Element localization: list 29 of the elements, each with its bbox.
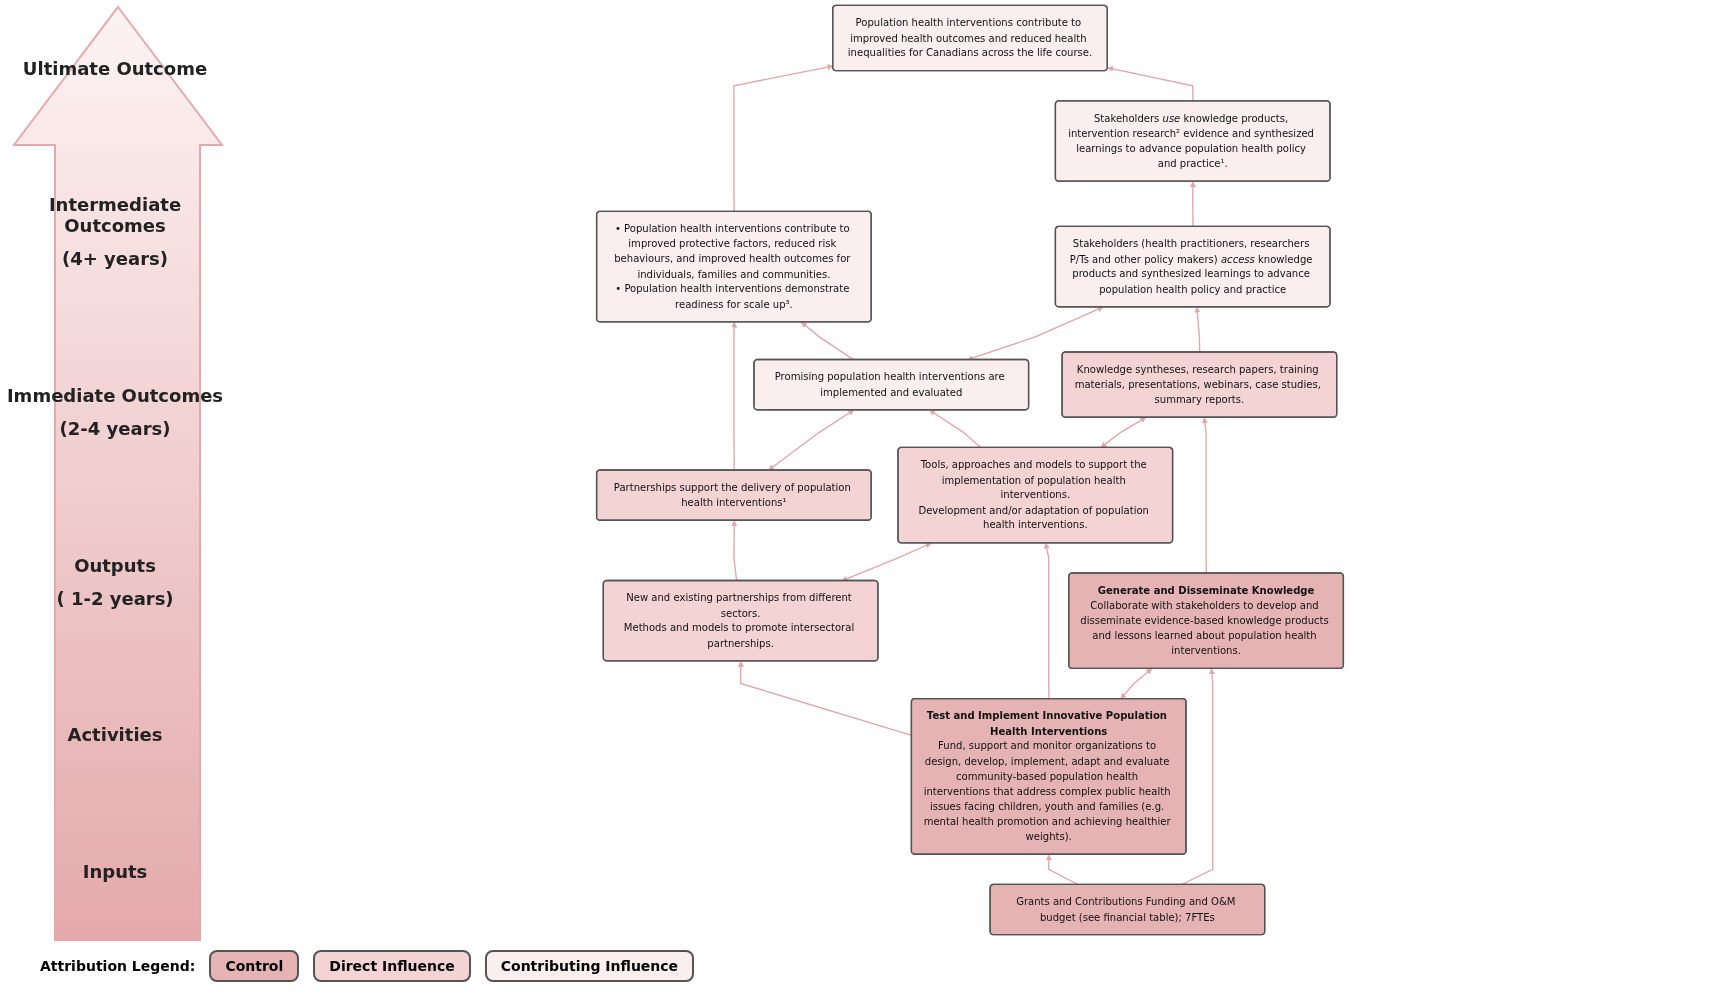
arrow bbox=[768, 409, 854, 471]
stage-label: Ultimate Outcome bbox=[22, 57, 208, 79]
arrow bbox=[731, 321, 738, 471]
stage-label: Outputs bbox=[74, 554, 156, 576]
arrow bbox=[1043, 542, 1050, 700]
stage-label: (2-4 years) bbox=[59, 418, 171, 440]
arrow bbox=[1189, 181, 1196, 228]
stage-label: Inputs bbox=[82, 861, 148, 883]
stage-label: ( 1-2 years) bbox=[56, 587, 174, 609]
arrow bbox=[801, 321, 855, 361]
arrow bbox=[1194, 306, 1201, 353]
arrow bbox=[929, 409, 982, 449]
stage-label: (4+ years) bbox=[62, 248, 168, 270]
arrow bbox=[1202, 417, 1208, 574]
arrow bbox=[841, 542, 932, 582]
arrow bbox=[967, 306, 1104, 361]
arrow bbox=[731, 520, 738, 582]
arrow bbox=[1180, 668, 1215, 886]
arrow bbox=[1100, 417, 1147, 448]
stage-label: Intermediate Outcomes bbox=[47, 194, 183, 237]
legend-title: Attribution Legend: bbox=[40, 958, 196, 974]
stage-label: Activities bbox=[67, 724, 163, 746]
legend-swatch: Control bbox=[209, 950, 300, 982]
arrow bbox=[1120, 668, 1152, 699]
legend-swatch: Contributing Influence bbox=[484, 950, 695, 982]
arrow bbox=[1107, 66, 1194, 102]
legend-swatch: Direct Influence bbox=[313, 950, 471, 982]
arrow bbox=[733, 64, 834, 213]
stage-label: Immediate Outcomes bbox=[6, 385, 224, 407]
